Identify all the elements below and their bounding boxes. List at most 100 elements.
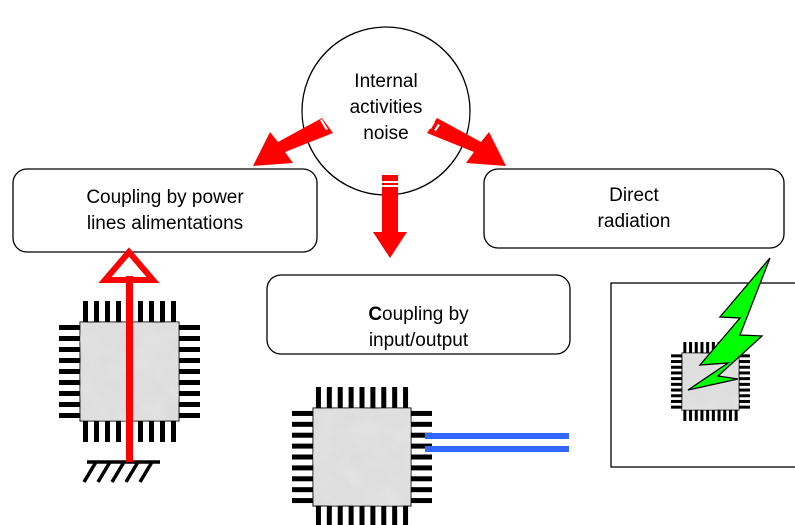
chip-pin: [411, 487, 432, 493]
noise-source-label: Internal activities noise: [349, 71, 423, 144]
chip-pin: [706, 410, 710, 421]
chip-pin: [179, 380, 200, 385]
chip-pin: [171, 301, 176, 322]
chip-pin: [116, 421, 121, 442]
chip-pin: [403, 506, 409, 525]
chip-pin: [411, 476, 432, 482]
chip-pin: [739, 399, 750, 403]
chip-pin: [381, 387, 387, 408]
io-chip: [292, 387, 432, 525]
chip-pin: [179, 336, 200, 341]
chip-pin: [411, 454, 432, 460]
power-coupling-label: Coupling by power lines alimentations: [86, 186, 244, 234]
io-coupling-bold-letter: C: [368, 303, 383, 325]
chip-pin: [337, 506, 343, 525]
chip-pin: [739, 394, 750, 398]
chip-pin: [671, 394, 682, 398]
chip-pin: [694, 410, 698, 421]
io-coupling-text: oupling by input/output: [368, 303, 469, 351]
chip-pin: [411, 443, 432, 449]
chip-pin: [292, 443, 313, 449]
chip-pin: [59, 358, 80, 363]
chip-pin: [59, 325, 80, 330]
chip-pin: [138, 421, 143, 442]
chip-pin: [292, 410, 313, 416]
chip-pin: [739, 377, 750, 381]
chip-pin: [392, 506, 398, 525]
chip-pin: [700, 410, 704, 421]
chip-pin: [739, 388, 750, 392]
chip-pin: [381, 506, 387, 525]
chip-pin: [337, 387, 343, 408]
chip-pin: [700, 342, 704, 353]
chip-pin: [370, 387, 376, 408]
chip-pin: [160, 421, 165, 442]
radiation-box: [483, 168, 785, 249]
chip-pin: [171, 421, 176, 442]
lightning-bolt-icon: [687, 257, 771, 391]
chip-pin: [671, 377, 682, 381]
chip-pin: [292, 465, 313, 471]
power-coupling-box: [12, 168, 318, 253]
chip-pin: [671, 354, 682, 358]
chip-pin: [403, 387, 409, 408]
chip-pin: [292, 432, 313, 438]
chip-pin: [739, 382, 750, 386]
chip-pin: [689, 410, 693, 421]
chip-pin: [392, 387, 398, 408]
chip-pin: [411, 432, 432, 438]
chip-pin: [292, 454, 313, 460]
chip-pin: [411, 465, 432, 471]
chip-pin: [149, 301, 154, 322]
chip-pin: [723, 410, 727, 421]
chip-pin: [179, 413, 200, 418]
io-coupling-label: Coupling by input/output: [267, 275, 570, 354]
chip-pin: [179, 325, 200, 330]
chip-pin: [717, 410, 721, 421]
chip-pin: [683, 410, 687, 421]
chip-pin: [292, 487, 313, 493]
chip-pin: [292, 476, 313, 482]
chip-pin: [671, 371, 682, 375]
chip-pin: [94, 301, 99, 322]
chip-pin: [83, 421, 88, 442]
chip-pin: [683, 342, 687, 353]
chip-pin: [671, 388, 682, 392]
chip-texture: [313, 408, 411, 506]
chip-pin: [59, 336, 80, 341]
chip-pin: [711, 410, 715, 421]
io-coupling-box: [266, 274, 571, 355]
chip-pin: [359, 387, 365, 408]
chip-pin: [160, 301, 165, 322]
power-line: [98, 247, 160, 462]
chip-pin: [138, 301, 143, 322]
chip-pin: [83, 301, 88, 322]
chip-pin: [326, 506, 332, 525]
chip-pin: [179, 369, 200, 374]
chip-pin: [94, 421, 99, 442]
chip-pin: [326, 387, 332, 408]
chip-pin: [739, 405, 750, 409]
chip-pin: [734, 410, 738, 421]
arrow-to-io: [373, 175, 407, 258]
chip-pin: [671, 365, 682, 369]
chip-pin: [59, 380, 80, 385]
chip-pin: [711, 342, 715, 353]
chip-pin: [411, 498, 432, 504]
chip-pin: [292, 421, 313, 427]
chip-pin: [348, 387, 354, 408]
chip-pin: [411, 421, 432, 427]
chip-pin: [315, 506, 321, 525]
chip-pin: [706, 342, 710, 353]
chip-pin: [292, 498, 313, 504]
chip-pin: [671, 405, 682, 409]
chip-pin: [359, 506, 365, 525]
chip-pin: [694, 342, 698, 353]
chip-pin: [671, 399, 682, 403]
chip-pin: [59, 402, 80, 407]
chip-pin: [689, 342, 693, 353]
chip-pin: [411, 410, 432, 416]
radiation-label: Direct radiation: [597, 184, 671, 232]
chip-pin: [59, 347, 80, 352]
